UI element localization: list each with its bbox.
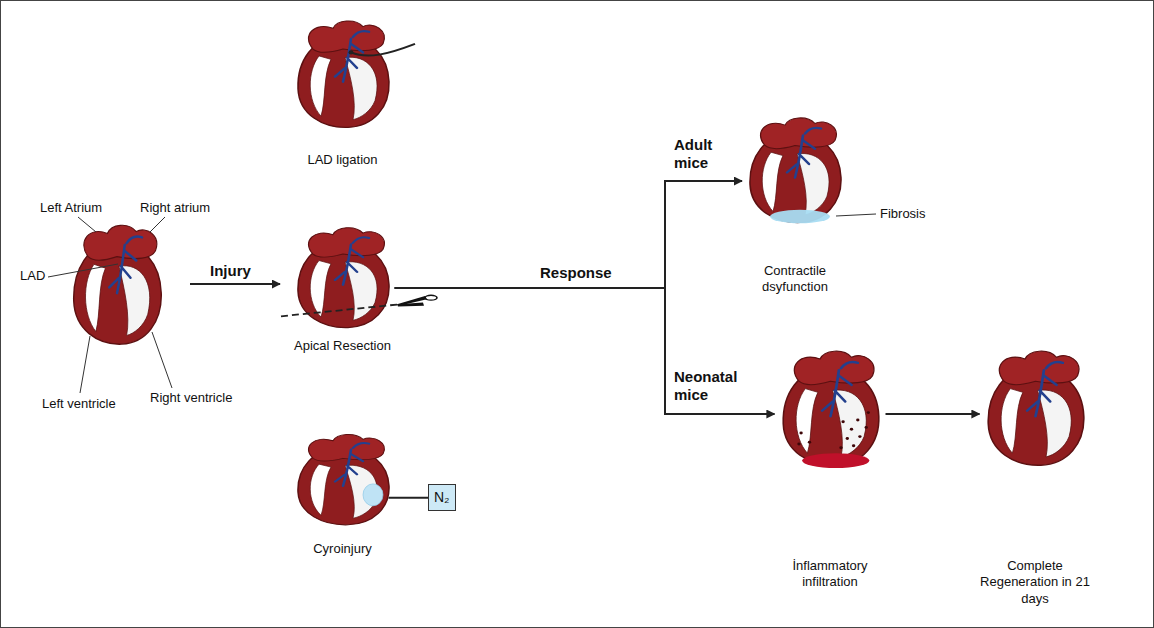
- caption: İnflammatory infiltration: [770, 558, 890, 591]
- outcome-heart: İnflammatory infiltration: [770, 348, 890, 591]
- heart-figure: [293, 432, 393, 527]
- caption: Complete Regeneration in 21 days: [975, 558, 1095, 607]
- caption: Contractile dsyfunction: [735, 263, 855, 296]
- step-label: Injury: [210, 262, 251, 280]
- box-text: N₂: [434, 490, 450, 505]
- caption: Cyroinjury: [285, 541, 400, 557]
- flow-arrow: [886, 413, 980, 415]
- heart-figure: [745, 115, 845, 225]
- outcome-heart: Contractile dsyfunction: [735, 115, 855, 296]
- step-label: Response: [540, 264, 612, 282]
- flow-arrow: [395, 181, 743, 288]
- normal-heart: [74, 225, 162, 344]
- injury-arrow: [190, 283, 280, 285]
- flow-arrow: [395, 288, 775, 414]
- heart-figure: [778, 348, 883, 468]
- branch-label: Adult mice: [672, 136, 738, 172]
- part-label: Fibrosis: [880, 206, 926, 222]
- part-label: Left ventricle: [42, 396, 116, 412]
- probe-line: [389, 497, 429, 499]
- branch-label: Neonatal mice: [672, 368, 756, 404]
- injured-heart: Apical Resection: [285, 225, 400, 354]
- injured-heart: Cyroinjury: [285, 432, 400, 557]
- part-label: Left Atrium: [40, 200, 102, 216]
- part-label: LAD: [20, 268, 45, 284]
- nitrogen-tank: N₂: [428, 484, 456, 511]
- part-label: Right ventricle: [150, 390, 232, 406]
- outcome-heart: Complete Regeneration in 21 days: [975, 348, 1095, 607]
- leader-lines: [48, 214, 876, 393]
- heart-figure: [293, 18, 393, 130]
- caption: Apical Resection: [285, 338, 400, 354]
- heart-figure: [983, 348, 1088, 468]
- heart-figure: [293, 225, 393, 330]
- caption: LAD ligation: [285, 152, 400, 168]
- part-label: Right atrium: [140, 200, 210, 216]
- injured-heart: LAD ligation: [285, 18, 400, 168]
